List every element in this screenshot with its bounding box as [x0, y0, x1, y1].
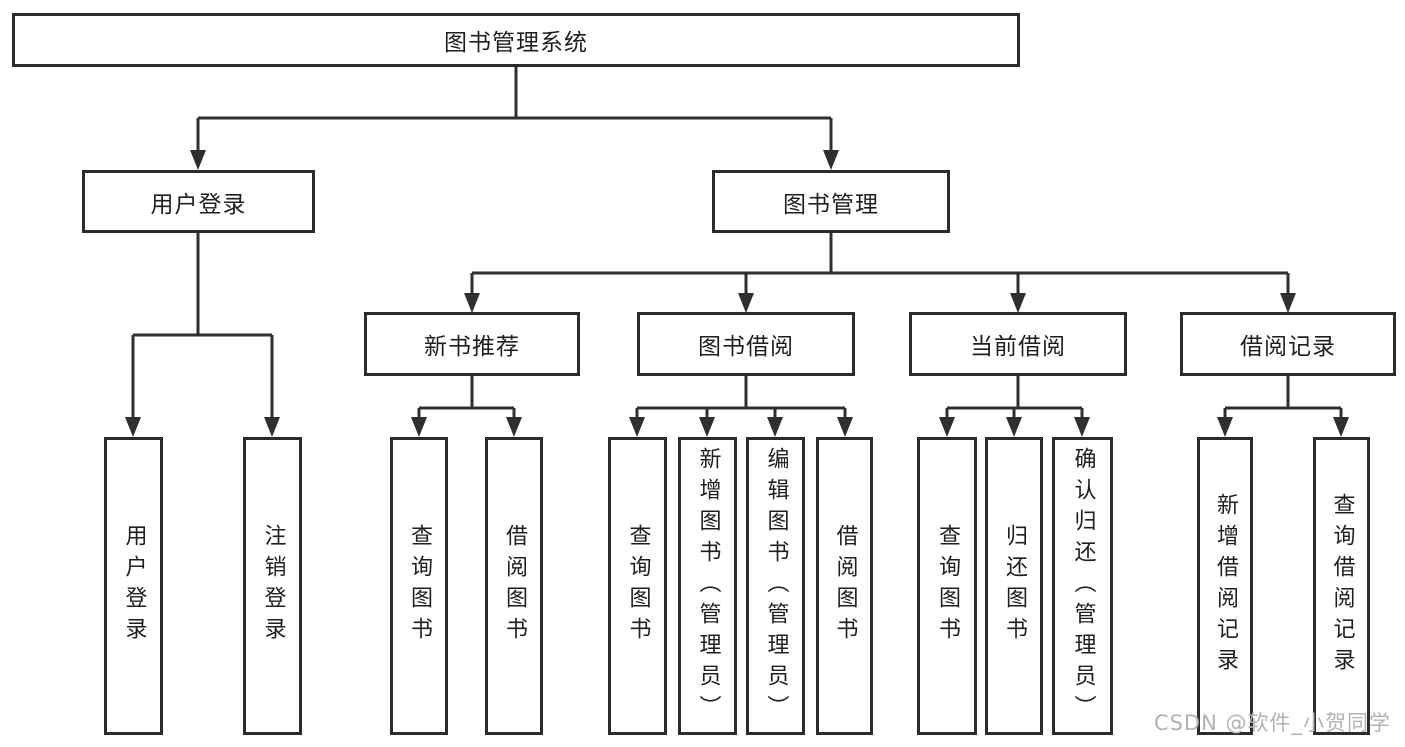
- leaf-br-add-record-label: 新增借阅记录: [1213, 493, 1238, 679]
- leaf-cb-confirm-return-admin-label: 确认归还（管理员）: [1070, 446, 1096, 726]
- leaf-bb-edit-book-admin-label: 编辑图书（管理员）: [763, 446, 789, 726]
- leaf-bb-query-books-label: 查询图书: [625, 524, 651, 648]
- node-current-borrowing: 当前借阅: [909, 312, 1127, 376]
- leaf-br-query-record: 查询借阅记录: [1313, 437, 1370, 735]
- leaf-cb-return-books: 归还图书: [985, 437, 1043, 735]
- leaf-bb-borrow-books: 借阅图书: [816, 437, 873, 735]
- node-system-root: 图书管理系统: [12, 13, 1020, 67]
- node-book-borrowing: 图书借阅: [637, 312, 855, 376]
- leaf-bb-add-book-admin: 新增图书（管理员）: [678, 437, 737, 735]
- leaf-bb-edit-book-admin: 编辑图书（管理员）: [746, 437, 805, 735]
- leaf-cb-confirm-return-admin: 确认归还（管理员）: [1052, 437, 1113, 735]
- node-borrowing-records-label: 借阅记录: [1240, 334, 1336, 360]
- leaf-nbr-borrow-books: 借阅图书: [485, 437, 543, 735]
- csdn-watermark: CSDN @软件_小贺同学: [1153, 711, 1391, 735]
- node-borrowing-records: 借阅记录: [1180, 312, 1396, 376]
- node-system-root-label: 图书管理系统: [444, 30, 588, 56]
- leaf-nbr-query-books-label: 查询图书: [407, 524, 432, 648]
- leaf-cb-query-books: 查询图书: [917, 437, 977, 735]
- node-user-login-label: 用户登录: [150, 191, 247, 218]
- node-new-book-recommend-label: 新书推荐: [424, 334, 520, 360]
- leaf-cb-return-books-label: 归还图书: [1002, 524, 1027, 648]
- connector-segments: [131, 67, 1343, 421]
- leaf-cb-query-books-label: 查询图书: [935, 524, 960, 648]
- arrowhead-icons: [125, 150, 1349, 437]
- node-current-borrowing-label: 当前借阅: [970, 334, 1066, 360]
- leaf-bb-add-book-admin-label: 新增图书（管理员）: [695, 446, 721, 726]
- leaf-logout-label: 注销登录: [260, 524, 286, 648]
- leaf-user-login-label: 用户登录: [121, 524, 147, 648]
- node-new-book-recommend: 新书推荐: [364, 312, 580, 376]
- leaf-br-query-record-label: 查询借阅记录: [1329, 493, 1355, 679]
- node-book-management: 图书管理: [712, 170, 950, 233]
- node-book-borrowing-label: 图书借阅: [698, 334, 794, 360]
- leaf-bb-borrow-books-label: 借阅图书: [832, 524, 858, 648]
- leaf-logout: 注销登录: [243, 437, 302, 735]
- leaf-bb-query-books: 查询图书: [608, 437, 667, 735]
- node-user-login: 用户登录: [82, 170, 315, 233]
- leaf-br-add-record: 新增借阅记录: [1197, 437, 1253, 735]
- leaf-nbr-borrow-books-label: 借阅图书: [502, 524, 527, 648]
- leaf-user-login: 用户登录: [104, 437, 163, 735]
- leaf-nbr-query-books: 查询图书: [390, 437, 448, 735]
- node-book-management-label: 图书管理: [783, 191, 879, 218]
